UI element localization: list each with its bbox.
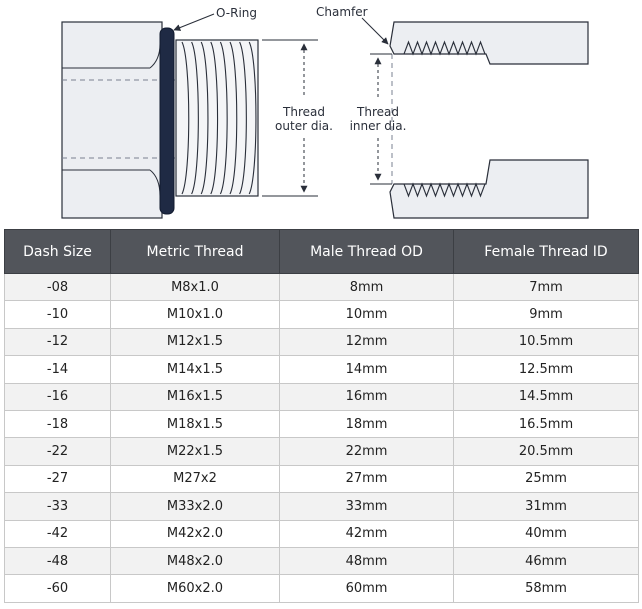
female-id-cell: 58mm	[453, 574, 639, 603]
male-threads	[175, 39, 259, 197]
metric-thread-cell: M16x1.5	[110, 382, 280, 411]
male-od-cell: 14mm	[279, 355, 454, 384]
female-id-cell: 25mm	[453, 464, 639, 494]
male-fitting	[61, 21, 260, 219]
chamfer-label: Chamfer	[316, 5, 368, 19]
header-dash-size: Dash Size	[4, 229, 111, 274]
metric-thread-cell: M22x1.5	[110, 437, 280, 466]
thread-outer-label-1: Thread	[282, 105, 325, 119]
metric-thread-cell: M48x2.0	[110, 546, 280, 576]
male-od-cell: 16mm	[279, 382, 454, 411]
thread-size-table: Dash Size Metric Thread Male Thread OD F…	[4, 229, 639, 603]
female-id-cell: 7mm	[453, 272, 639, 302]
female-id-cell: 46mm	[453, 546, 639, 576]
dash-size-cell: -22	[4, 437, 111, 466]
male-thread-ridge	[248, 41, 257, 195]
female-id-cell: 12.5mm	[453, 355, 639, 384]
male-od-cell: 33mm	[279, 492, 454, 521]
female-id-cell: 16.5mm	[453, 409, 639, 439]
male-thread-ridge	[219, 41, 228, 195]
female-fitting	[389, 21, 589, 219]
o-ring-label: O-Ring	[216, 6, 257, 20]
thread-diagram: Thread outer dia. O-Ring Thread inner di…	[61, 5, 589, 219]
female-id-cell: 14.5mm	[453, 382, 639, 411]
male-od-cell: 8mm	[279, 272, 454, 302]
female-thread-ridge	[403, 40, 486, 56]
male-od-cell: 60mm	[279, 574, 454, 603]
dash-size-cell: -60	[4, 574, 111, 603]
outer-diameter-dimension: Thread outer dia.	[262, 39, 333, 197]
female-id-cell: 9mm	[453, 300, 639, 329]
o-ring	[159, 27, 175, 215]
metric-thread-cell: M14x1.5	[110, 355, 280, 384]
male-thread-ridge	[191, 41, 199, 195]
metric-thread-cell: M27x2	[110, 464, 280, 494]
female-thread-ridge	[403, 182, 486, 198]
dash-size-cell: -27	[4, 464, 111, 494]
male-thread-ridge	[210, 41, 219, 195]
header-male-thread-od: Male Thread OD	[279, 229, 454, 274]
dash-size-cell: -16	[4, 382, 111, 411]
dash-size-cell: -08	[4, 272, 111, 302]
metric-thread-cell: M12x1.5	[110, 327, 280, 357]
male-od-cell: 27mm	[279, 464, 454, 494]
thread-outer-label-2: outer dia.	[275, 119, 333, 133]
metric-thread-cell: M60x2.0	[110, 574, 280, 603]
male-thread-ridge	[229, 41, 238, 195]
male-od-cell: 48mm	[279, 546, 454, 576]
header-metric-thread: Metric Thread	[110, 229, 280, 274]
female-id-cell: 40mm	[453, 519, 639, 548]
metric-thread-cell: M42x2.0	[110, 519, 280, 548]
male-od-cell: 10mm	[279, 300, 454, 329]
dash-size-cell: -48	[4, 546, 111, 576]
chamfer-callout: Chamfer	[316, 5, 389, 45]
female-id-cell: 20.5mm	[453, 437, 639, 466]
dash-size-cell: -33	[4, 492, 111, 521]
inner-diameter-dimension: Thread inner dia.	[350, 53, 407, 185]
metric-thread-cell: M8x1.0	[110, 272, 280, 302]
metric-thread-cell: M33x2.0	[110, 492, 280, 521]
female-id-cell: 31mm	[453, 492, 639, 521]
thread-inner-label-2: inner dia.	[350, 119, 407, 133]
male-thread-ridge	[181, 41, 190, 195]
dash-size-cell: -42	[4, 519, 111, 548]
male-thread-ridge	[239, 41, 247, 195]
header-female-thread-id: Female Thread ID	[453, 229, 639, 274]
metric-thread-cell: M10x1.0	[110, 300, 280, 329]
male-od-cell: 22mm	[279, 437, 454, 466]
male-od-cell: 42mm	[279, 519, 454, 548]
dash-size-cell: -14	[4, 355, 111, 384]
dash-size-cell: -18	[4, 409, 111, 439]
male-thread-ridge	[200, 41, 209, 195]
female-id-cell: 10.5mm	[453, 327, 639, 357]
metric-thread-cell: M18x1.5	[110, 409, 280, 439]
thread-inner-label-1: Thread	[356, 105, 399, 119]
o-ring-callout: O-Ring	[173, 6, 257, 31]
dash-size-cell: -10	[4, 300, 111, 329]
dash-size-cell: -12	[4, 327, 111, 357]
male-od-cell: 18mm	[279, 409, 454, 439]
male-od-cell: 12mm	[279, 327, 454, 357]
table-header-row: Dash Size Metric Thread Male Thread OD F…	[4, 229, 639, 274]
